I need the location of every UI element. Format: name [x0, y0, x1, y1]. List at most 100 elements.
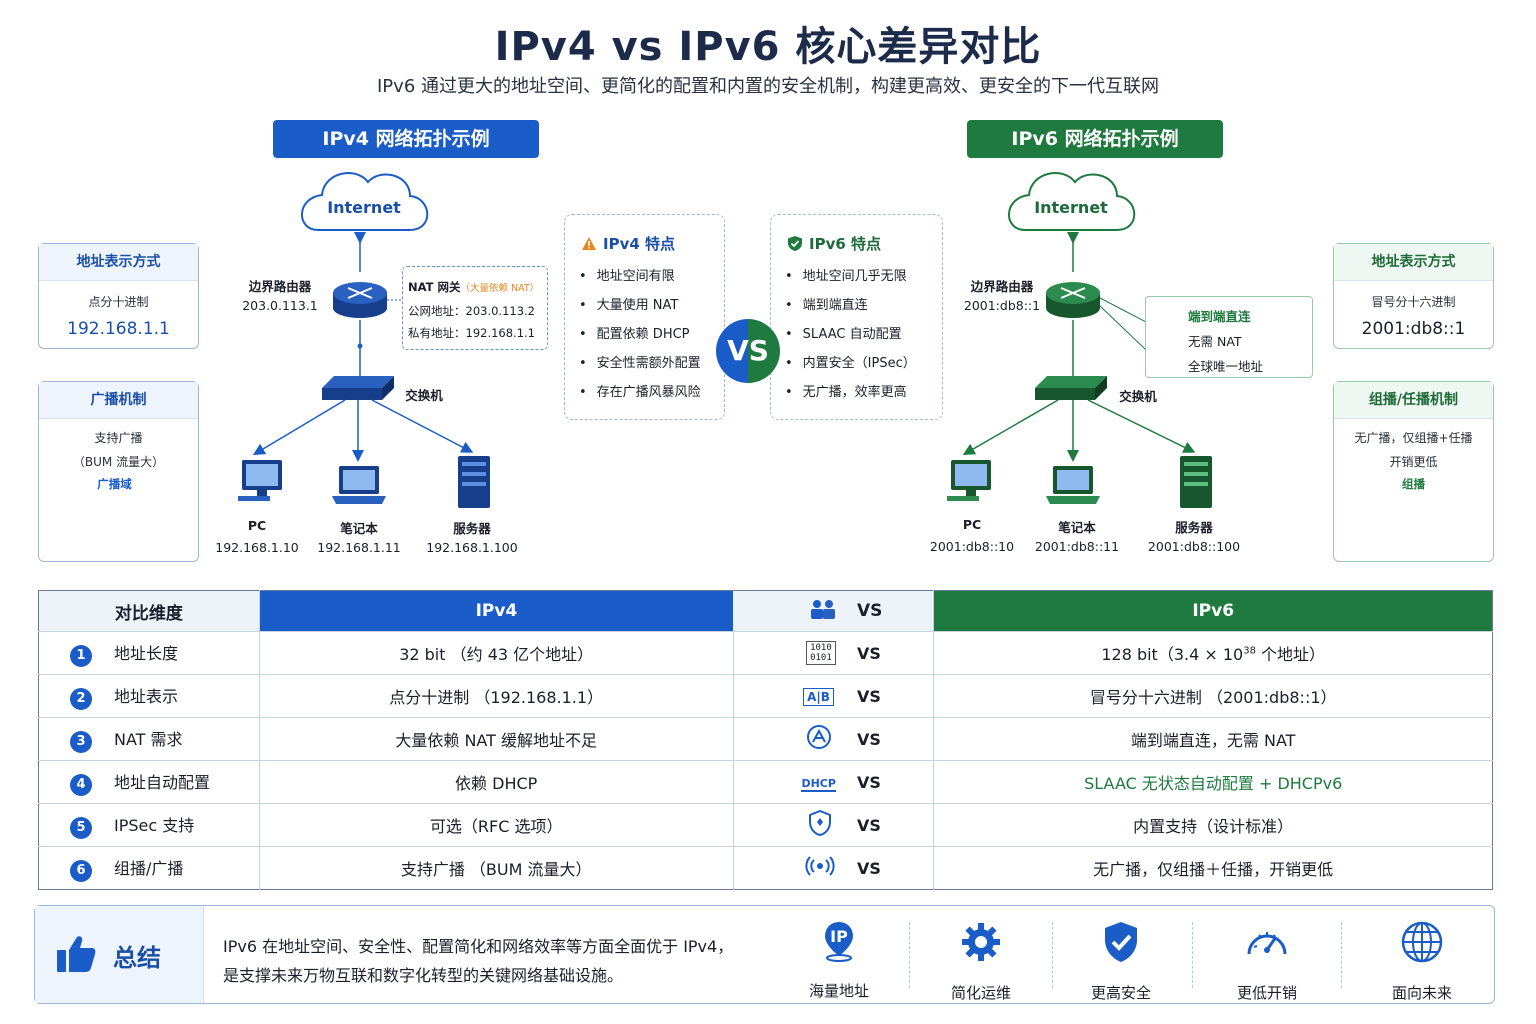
ipv6-address-format-title: 地址表示方式 [1334, 244, 1493, 281]
header-vs: VS [855, 590, 935, 632]
table-row: 6 组播/广播 支持广播 （BUM 流量大） VS 无广播，仅组播＋任播，开销更低 [38, 846, 1493, 890]
row-ipv4-value: 支持广播 （BUM 流量大） [259, 846, 734, 890]
globe-icon [1401, 921, 1443, 963]
callout-line-2: 无需 NAT [1188, 334, 1242, 349]
ipv4-feature-item: 地址空间有限 [579, 262, 724, 291]
callout-line-1: 端到端直连 [1188, 309, 1251, 324]
row-ipv6-value: 无广播，仅组播＋任播，开销更低 [933, 846, 1493, 890]
separator [1052, 922, 1053, 988]
separator [909, 922, 910, 988]
gear-icon [962, 923, 1000, 961]
ipv6-internet-label: Internet [1034, 198, 1108, 217]
ipv6-feature-item: SLAAC 自动配置 [785, 320, 942, 349]
feature-higher-security: 更高安全 [1066, 920, 1176, 1003]
row-number: 2 [70, 687, 92, 710]
ipv4-pc-ip: 192.168.1.10 [215, 540, 299, 555]
header-icon-cell [733, 590, 856, 632]
feature-label: 海量地址 [808, 982, 869, 1000]
ip-badge-text: IP [830, 927, 848, 946]
page-subtitle: IPv6 通过更大的地址空间、更简化的配置和内置的安全机制，构建更高效、更安全的… [377, 76, 1159, 97]
ipv6-laptop-label: 笔记本 [1058, 520, 1096, 535]
ipv4-feature-item: 大量使用 NAT [579, 291, 724, 320]
ipv4-features-title: IPv4 特点 [603, 235, 676, 253]
ipv6-pc-ip: 2001:db8::10 [929, 539, 1015, 554]
ipv4-cloud-icon [301, 172, 429, 231]
warning-icon [582, 237, 596, 250]
row-dimension: 组播/广播 [114, 858, 184, 878]
ipv6-pc-icon [947, 460, 991, 501]
ipv6-server-ip: 2001:db8::100 [1147, 539, 1241, 554]
topology-diagram [56, 172, 1472, 551]
ipv4-server-icon [458, 456, 490, 508]
ipv6-server-icon [1180, 456, 1212, 508]
row-vs: VS [855, 674, 935, 718]
ipv4-address-format-title: 地址表示方式 [39, 244, 198, 281]
ipv4-laptop-icon [332, 466, 386, 504]
row-ipv4-value: 依赖 DHCP [259, 760, 734, 804]
row-vs: VS [855, 846, 935, 890]
callout-line-3: 全球唯一地址 [1188, 359, 1264, 374]
separator [1192, 922, 1193, 988]
ipv4-topology-banner: IPv4 网络拓扑示例 [273, 120, 539, 158]
row-ipv6-value: 128 bit（3.4 × 1038 个地址） [933, 631, 1493, 675]
ipv6-address-format-box: 地址表示方式 冒号分十六进制 2001:db8::1 [1333, 243, 1494, 349]
row-ipv6-value: SLAAC 无状态自动配置 + DHCPv6 [933, 760, 1493, 804]
row-ipv6-value: 内置支持（设计标准） [933, 803, 1493, 847]
shield-icon [808, 809, 831, 837]
ipv6-cloud-icon [1008, 172, 1136, 231]
summary-line-1: IPv6 在地址空间、安全性、配置简化和网络效率等方面全面优于 IPv4， [223, 937, 734, 956]
row-number: 5 [70, 816, 92, 839]
ipv6-laptop-icon [1046, 466, 1100, 504]
location-pin-icon [825, 922, 853, 962]
ipv4-address-example: 192.168.1.1 [67, 319, 170, 339]
feature-massive-address: IP 海量地址 [784, 920, 894, 1001]
row-ipv4-value: 点分十进制 （192.168.1.1） [259, 674, 734, 718]
ipv4-router-ip: 203.0.113.1 [242, 298, 318, 313]
compare-people-icon [810, 599, 835, 619]
feature-label: 面向未来 [1391, 984, 1452, 1002]
ipv4-feature-item: 配置依赖 DHCP [579, 320, 724, 349]
row-vs: VS [855, 717, 935, 761]
nat-private-address: 私有地址：192.168.1.1 [408, 326, 535, 340]
ipv4-server-label: 服务器 [453, 521, 491, 536]
ipv4-switch-icon [322, 376, 394, 400]
ab-icon: A|B [803, 688, 834, 706]
row-number: 4 [70, 773, 92, 796]
row-dimension: IPSec 支持 [114, 815, 195, 835]
header-ipv4: IPv4 [259, 590, 734, 632]
ipv4-broadcast-line2: （BUM 流量大） [72, 455, 165, 469]
row-ipv4-value: 32 bit （约 43 亿个地址） [259, 631, 734, 675]
nat-public-address: 公网地址：203.0.113.2 [408, 304, 535, 318]
ipv4-laptop-ip: 192.168.1.11 [317, 540, 401, 555]
ipv6-feature-item: 地址空间几乎无限 [785, 262, 942, 291]
ipv6-feature-item: 无广播，效率更高 [785, 378, 942, 407]
ipv4-feature-item: 存在广播风暴风险 [579, 378, 724, 407]
feature-future-ready: 面向未来 [1367, 920, 1477, 1003]
feature-simplified-ops: 简化运维 [926, 920, 1036, 1003]
vs-label: VS [727, 334, 769, 367]
summary-panel: 总结 IPv6 在地址空间、安全性、配置简化和网络效率等方面全面优于 IPv4，… [34, 905, 1495, 1004]
row-number: 6 [70, 859, 92, 882]
thumbs-up-icon [57, 936, 96, 972]
ipv6-multicast-title: 组播/任播机制 [1334, 382, 1493, 419]
nat-title: NAT 网关 [408, 280, 461, 294]
summary-label-area: 总结 [35, 906, 204, 1003]
row-ipv6-value: 冒号分十六进制 （2001:db8::1） [933, 674, 1493, 718]
speedometer-icon [1247, 932, 1287, 955]
ipv6-multicast-box: 组播/任播机制 无广播，仅组播+任播 开销更低 组播 [1333, 381, 1494, 562]
ipv6-laptop-ip: 2001:db8::11 [1034, 539, 1120, 554]
header-ipv6: IPv6 [933, 590, 1493, 632]
summary-line-2: 是支撑未来万物互联和数字化转型的关键网络基础设施。 [223, 966, 624, 985]
ipv6-router-ip: 2001:db8::1 [963, 298, 1041, 313]
ipv6-feature-item: 内置安全（IPSec） [785, 349, 942, 378]
row-ipv4-value: 可选（RFC 选项） [259, 803, 734, 847]
ipv4-laptop-label: 笔记本 [340, 521, 378, 536]
ipv4-address-format-box: 地址表示方式 点分十进制 192.168.1.1 [38, 243, 199, 349]
ipv6-router-label: 边界路由器 [970, 279, 1034, 294]
feature-label: 更低开销 [1236, 984, 1297, 1002]
nat-gateway-box: NAT 网关（大量依赖 NAT） 公网地址：203.0.113.2 私有地址：1… [402, 266, 548, 350]
row-dimension: 地址长度 [114, 643, 179, 663]
ipv4-address-format-desc: 点分十进制 [88, 295, 149, 309]
